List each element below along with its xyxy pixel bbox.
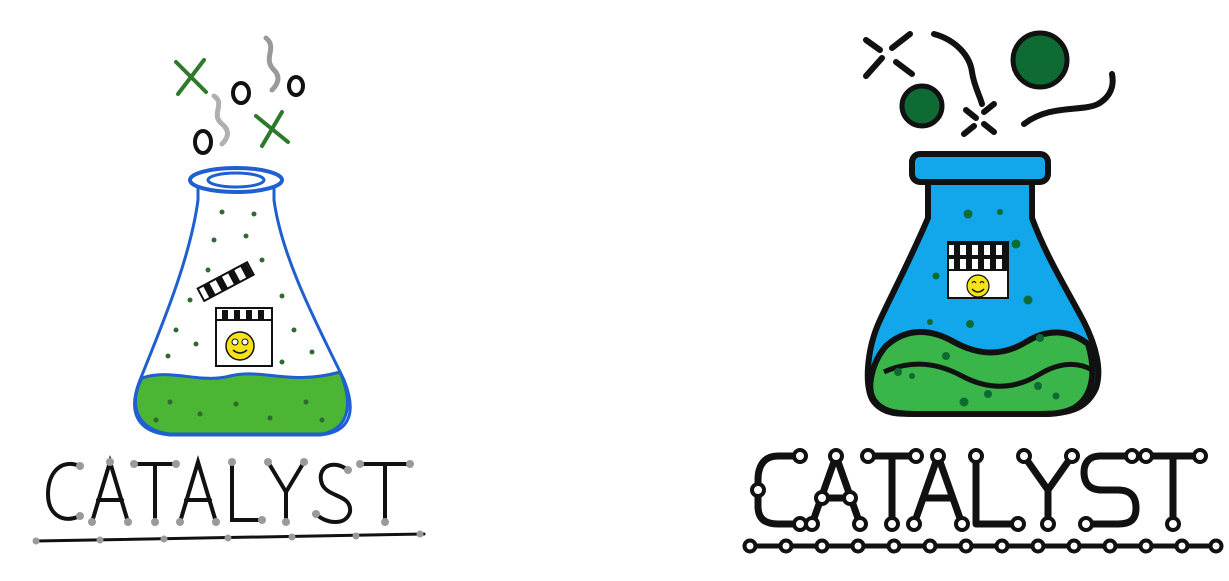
cross-icon [961,101,997,137]
sketch-wordmark-nodes [76,458,414,526]
circle-icon [287,75,305,97]
cross-icon [863,31,915,79]
circle-icon [193,129,213,155]
vector-logo-artwork: CATALYST [742,30,1224,554]
stream-icon [1021,71,1116,127]
sketch-underline [32,530,426,545]
sketch-logo: CATALYST [0,0,470,581]
sketch-logo-artwork: CATALYST [32,35,426,545]
smoke-icon [211,93,230,147]
bubble-icon [1010,30,1070,90]
cross-icon [174,58,208,96]
reaction-symbols [863,31,1116,137]
vector-logo: CATALYST [700,0,1229,581]
cross-icon [254,110,290,148]
sketch-wordmark-strokes [45,455,412,524]
circle-icon [231,81,251,105]
clapperboard-icon [196,260,273,367]
vector-wordmark-strokes [754,452,1204,528]
flask-icon [133,166,352,437]
vector-wordmark-nodes [750,448,1208,532]
stream-icon [931,31,985,107]
smiley-icon [966,274,990,298]
vector-underline [742,538,1224,554]
smiley-icon [225,331,255,361]
reaction-symbols [174,35,305,155]
clapperboard-icon [947,241,1009,299]
bubble-icon [899,83,945,129]
smoke-icon [263,35,281,93]
